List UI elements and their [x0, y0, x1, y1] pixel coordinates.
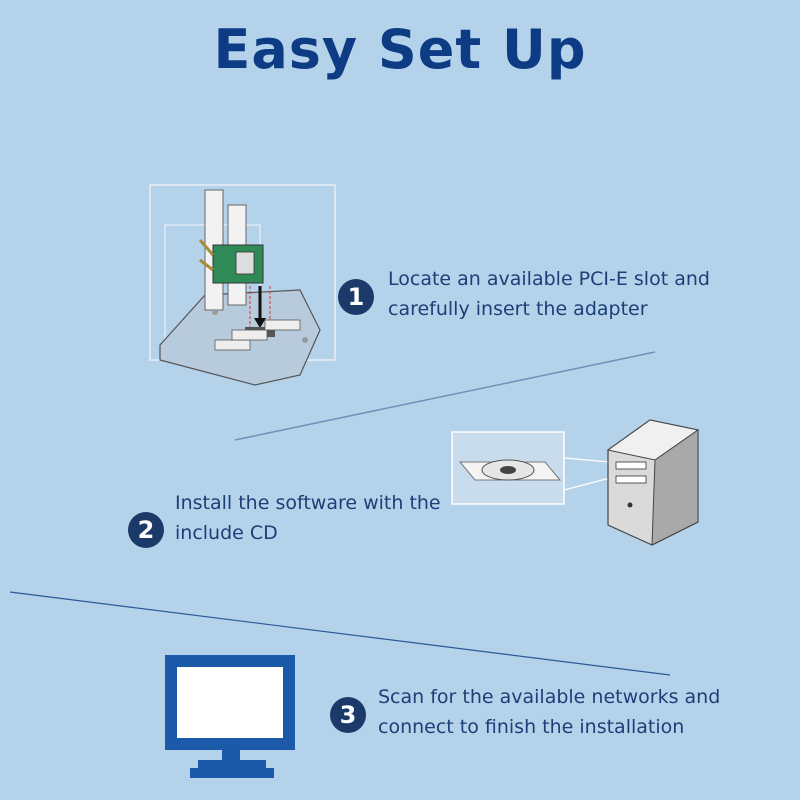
monitor-icon: [165, 655, 295, 778]
step-2-line-1: Install the software with the: [175, 492, 441, 514]
step-3-line-1: Scan for the available networks and: [378, 686, 721, 708]
step-3-line-2: connect to finish the installation: [378, 716, 685, 738]
step-1-line-1: Locate an available PCI-E slot and: [388, 268, 710, 290]
cd-drive-computer-icon: [451, 419, 700, 546]
step-1-badge: 1: [338, 279, 374, 315]
divider-line-1: [234, 351, 656, 441]
page-title: Easy Set Up: [213, 18, 587, 81]
step-2-line-2: include CD: [175, 522, 278, 544]
step-1-line-2: carefully insert the adapter: [388, 298, 648, 320]
step-1-text: Locate an available PCI-E slot and caref…: [388, 264, 710, 324]
pcie-adapter-install-icon: [149, 184, 336, 386]
step-3-badge: 3: [330, 697, 366, 733]
divider-line-2: [9, 591, 671, 676]
step-3-text: Scan for the available networks and conn…: [378, 682, 720, 742]
step-2-text: Install the software with the include CD: [175, 488, 441, 548]
step-2-badge: 2: [128, 512, 164, 548]
